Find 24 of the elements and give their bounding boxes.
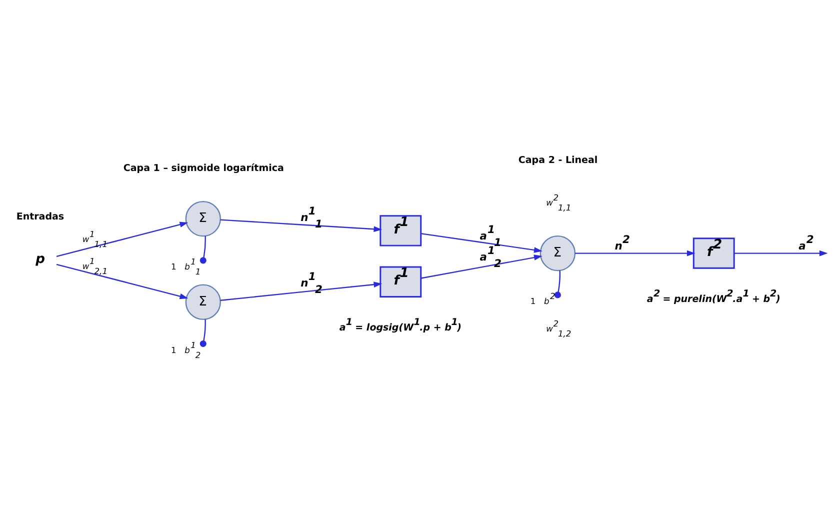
arrow: [420, 232, 542, 253]
node-circle: Σ: [539, 235, 576, 272]
arrow: [220, 282, 382, 301]
node-label: 1: [170, 344, 176, 355]
arrow: [420, 254, 542, 279]
arrow: [574, 250, 695, 256]
node-circle: [199, 340, 206, 347]
arrow: [56, 222, 188, 258]
node-label: 1: [530, 296, 536, 306]
connector: [202, 319, 206, 341]
connector: [557, 270, 560, 292]
node-circle: Σ: [184, 284, 220, 320]
label: Capa 2 - Lineal: [518, 154, 598, 166]
node-text: p: [35, 252, 45, 268]
label: Capa 1 – sigmoide logarítmica: [122, 163, 284, 174]
connector: [202, 236, 206, 258]
label: Entradas: [16, 211, 64, 222]
arrow: [220, 219, 382, 232]
arrow: [734, 250, 828, 256]
node-circle: [554, 292, 560, 298]
arrow: [56, 264, 188, 300]
node-label: 1: [170, 261, 176, 272]
node-circle: Σ: [184, 200, 220, 237]
node-circle: [199, 257, 206, 264]
